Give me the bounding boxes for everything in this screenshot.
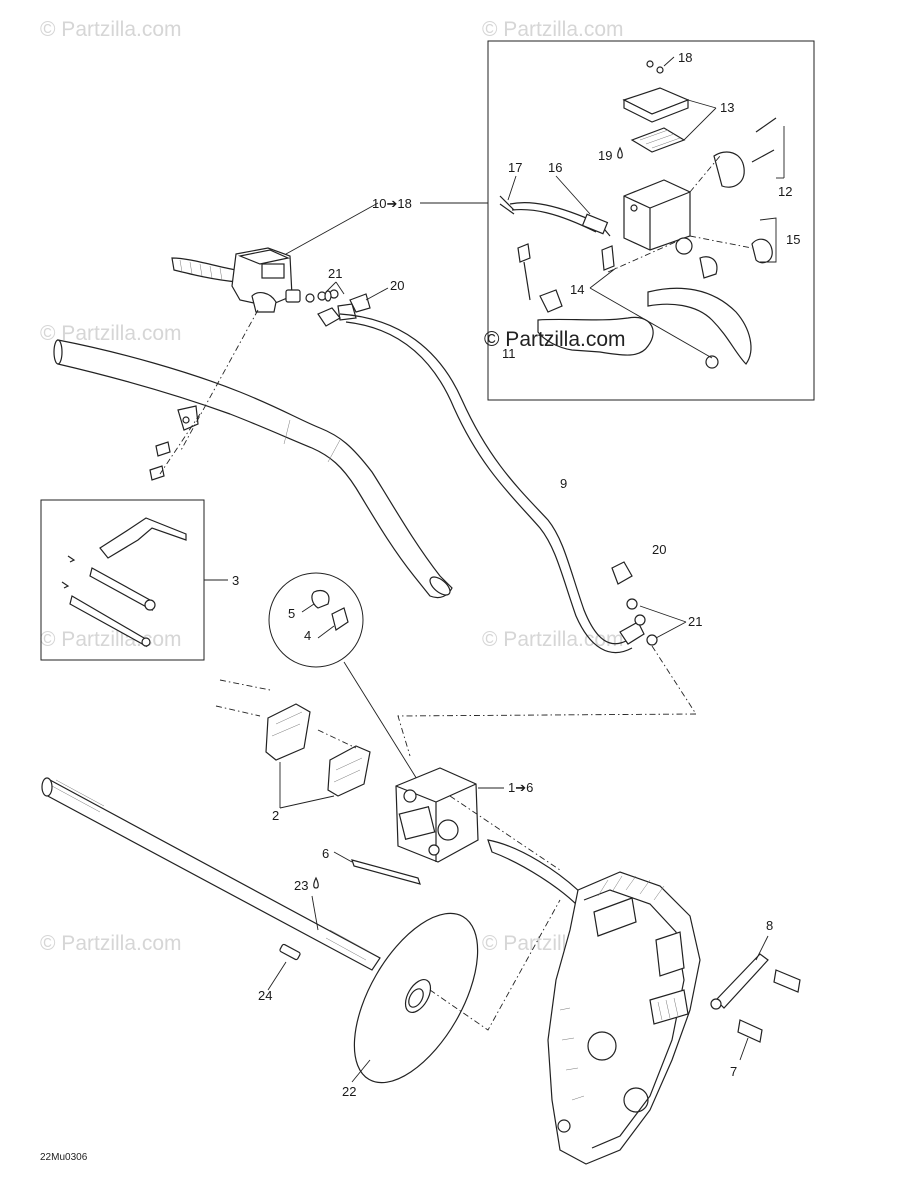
callout-20-upper: 20 (390, 278, 404, 293)
watermark: © Partzilla.com (40, 322, 182, 345)
banjo-bolt-washers-lower (397, 561, 697, 757)
callout-6: 6 (322, 846, 329, 861)
watermark: © Partzilla.com (40, 628, 182, 651)
callout-labels: 1➔6 2 3 4 5 6 7 8 9 10➔18 11 12 13 14 15… (40, 50, 800, 1163)
callout-21-lower: 21 (688, 614, 702, 629)
handlebar (53, 339, 453, 599)
banjo-bolt-washers-upper (324, 281, 389, 313)
callout-3: 3 (232, 573, 239, 588)
callout-23: 23 (294, 878, 308, 893)
callout-17: 17 (508, 160, 522, 175)
oil-drop-icon (617, 146, 623, 159)
watermark: © Partzilla.com (482, 628, 624, 651)
drive-shaft (41, 777, 381, 991)
callout-9: 9 (560, 476, 567, 491)
callout-2: 2 (272, 808, 279, 823)
callout-24: 24 (258, 988, 272, 1003)
callout-20-lower: 20 (652, 542, 666, 557)
brake-pads (215, 679, 371, 809)
drawing-code: 22Mu0306 (40, 1152, 88, 1163)
callout-5: 5 (288, 606, 295, 621)
watermark: © Partzilla.com (40, 932, 182, 955)
callout-7: 7 (730, 1064, 737, 1079)
pins-and-lever-kit (40, 499, 228, 661)
brake-disc (351, 899, 561, 1084)
callout-11: 11 (502, 346, 516, 361)
inset-watermark: © Partzilla.com (484, 328, 626, 351)
callout-13: 13 (720, 100, 734, 115)
master-cylinder-assembly (149, 247, 357, 481)
callout-12: 12 (778, 184, 792, 199)
bleeder-detail-circle (268, 572, 421, 785)
callout-22: 22 (342, 1084, 356, 1099)
detail-circle (268, 572, 364, 668)
master-cylinder-detail-inset: © Partzilla.com (285, 40, 815, 401)
brake-caliper (333, 767, 561, 885)
callout-15: 15 (786, 232, 800, 247)
watermark: © Partzilla.com (40, 18, 182, 41)
brake-hose (317, 307, 645, 654)
watermark: © Partzilla.com (482, 18, 624, 41)
callout-14: 14 (570, 282, 584, 297)
callout-10-18: 10➔18 (372, 196, 412, 211)
watermark-layer: © Partzilla.com © Partzilla.com © Partzi… (40, 18, 624, 955)
callout-8: 8 (766, 918, 773, 933)
callout-4: 4 (304, 628, 311, 643)
callout-21-upper: 21 (328, 266, 342, 281)
callout-1-6: 1➔6 (508, 780, 533, 795)
callout-19: 19 (598, 148, 612, 163)
callout-18: 18 (678, 50, 692, 65)
inset-frame (487, 40, 815, 401)
chaincase-housing (487, 839, 801, 1165)
callout-16: 16 (548, 160, 562, 175)
